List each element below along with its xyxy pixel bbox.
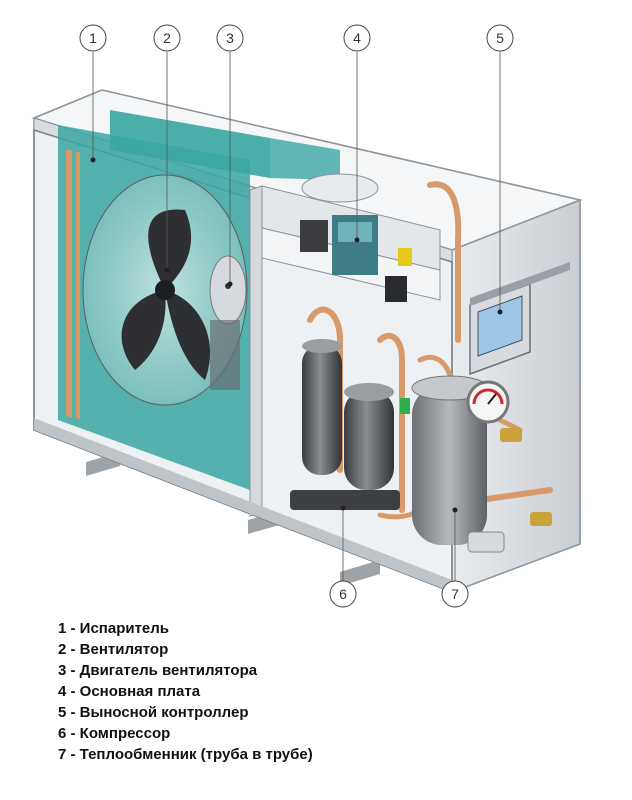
callout-4: 4 <box>343 24 371 52</box>
legend-item-main-board: 4 - Основная плата <box>58 683 201 700</box>
legend-item-remote-controller: 5 - Выносной контроллер <box>58 704 249 721</box>
callout-3: 3 <box>216 24 244 52</box>
leader-lines <box>92 52 501 598</box>
compressor <box>290 339 410 510</box>
callout-number: 4 <box>353 30 361 46</box>
legend-item-fan: 2 - Вентилятор <box>58 641 169 658</box>
callout-6: 6 <box>329 580 357 608</box>
callout-5: 5 <box>486 24 514 52</box>
callout-number: 7 <box>451 586 459 602</box>
callout-number: 5 <box>496 30 504 46</box>
legend-item-heat-exchanger: 7 - Теплообменник (труба в трубе) <box>58 746 313 763</box>
main-board <box>300 215 412 302</box>
fan <box>82 174 248 406</box>
callout-2: 2 <box>153 24 181 52</box>
callout-number: 6 <box>339 586 347 602</box>
pressure-gauge <box>466 380 510 424</box>
callout-1: 1 <box>79 24 107 52</box>
legend-item-fan-motor: 3 - Двигатель вентилятора <box>58 662 258 679</box>
fan-motor <box>209 255 247 390</box>
callout-7: 7 <box>441 580 469 608</box>
legend: 1 - Испаритель 2 - Вентилятор 3 - Двигат… <box>58 618 313 765</box>
remote-controller <box>469 262 570 376</box>
leader-dots <box>90 157 503 513</box>
callout-number: 3 <box>226 30 234 46</box>
callout-number: 2 <box>163 30 171 46</box>
legend-item-evaporator: 1 - Испаритель <box>58 620 170 637</box>
water-fittings <box>467 428 552 553</box>
callout-number: 1 <box>89 30 97 46</box>
legend-item-compressor: 6 - Компрессор <box>58 725 171 742</box>
heat-pump-illustration: 1 2 3 4 5 6 7 <box>31 24 583 608</box>
